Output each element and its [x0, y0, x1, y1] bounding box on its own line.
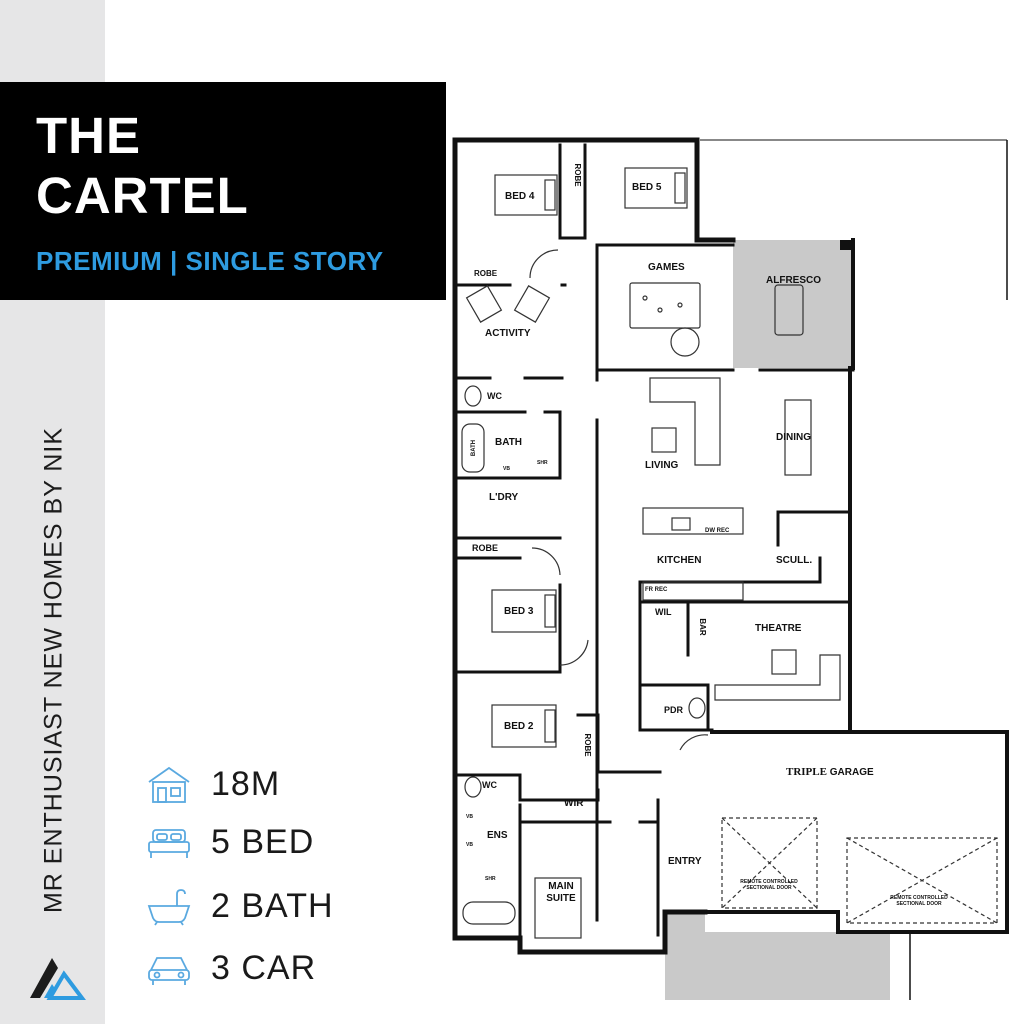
- robe-bed2-label: ROBE: [583, 733, 592, 757]
- pdr-label: PDR: [664, 705, 684, 715]
- shr1-label: SHR: [537, 460, 548, 466]
- main-suite-label-2: SUITE: [546, 893, 576, 904]
- robe-top-label: ROBE: [573, 163, 582, 187]
- garage-label: TRIPLE GARAGE: [786, 766, 874, 778]
- walls: [452, 137, 1009, 955]
- bed-icon: [148, 829, 190, 858]
- fixtures: [461, 167, 998, 939]
- wc2-label: WC: [482, 780, 497, 790]
- bathtub-icon: [147, 889, 191, 926]
- triangle-logo-icon: [30, 958, 86, 1000]
- garage-door-left-2: SECTIONAL DOOR: [746, 885, 792, 891]
- robe-bed4-label: ROBE: [474, 269, 498, 278]
- vb3-label: VB: [466, 842, 473, 848]
- vb1-label: VB: [503, 466, 510, 472]
- stat-frontage: 18M: [145, 764, 280, 804]
- games-label: GAMES: [648, 262, 685, 273]
- bed4-label: BED 4: [505, 191, 535, 202]
- bed3-label: BED 3: [504, 606, 534, 617]
- stat-carspaces: 3 CAR: [145, 948, 316, 988]
- vertical-brand-text: MR ENTHUSIAST NEW HOMES BY NIK: [39, 426, 68, 914]
- stat-bathrooms: 2 BATH: [145, 886, 334, 926]
- bath-label: BATH: [495, 437, 522, 448]
- shr2-label: SHR: [485, 876, 496, 882]
- wir-label: WIR: [564, 798, 584, 809]
- activity-label: ACTIVITY: [485, 328, 531, 339]
- stat-carspaces-label: 3 CAR: [211, 948, 317, 987]
- dw-rec-label: DW REC: [705, 528, 730, 534]
- stat-bedrooms: 5 BED: [145, 822, 314, 862]
- garage-door-left-1: REMOTE CONTROLLED: [740, 879, 798, 885]
- ens-label: ENS: [487, 830, 508, 841]
- outdoor-areas: [665, 139, 1008, 1000]
- wc1-label: WC: [487, 391, 502, 401]
- garage-door-right-1: REMOTE CONTROLLED: [890, 895, 948, 901]
- bar-label: BAR: [698, 618, 707, 636]
- entry-label: ENTRY: [668, 856, 702, 867]
- room-labels: BED 4 ROBE BED 5 ROBE GAMES ALFRESCO ACT…: [466, 163, 948, 907]
- dining-label: DINING: [776, 432, 811, 443]
- kitchen-label: KITCHEN: [657, 555, 701, 566]
- stat-bathrooms-label: 2 BATH: [211, 886, 334, 925]
- scull-label: SCULL.: [776, 555, 812, 566]
- driveway-area: [665, 912, 890, 1000]
- living-label: LIVING: [645, 460, 679, 471]
- stat-bedrooms-label: 5 BED: [211, 822, 315, 861]
- theatre-label: THEATRE: [755, 623, 802, 634]
- subtitle: PREMIUM | SINGLE STORY: [36, 246, 384, 276]
- house-icon: [148, 766, 190, 803]
- garage-door-right-2: SECTIONAL DOOR: [896, 901, 942, 907]
- bed2-label: BED 2: [504, 721, 534, 732]
- bath-tub-label: BATH: [471, 440, 477, 456]
- main-suite-label-1: MAIN: [548, 881, 574, 892]
- title-line-1: THE: [36, 107, 141, 164]
- fr-rec-label: FR REC: [645, 587, 668, 593]
- bed5-label: BED 5: [632, 182, 662, 193]
- alfresco-area: [733, 240, 853, 368]
- vb2-label: VB: [466, 814, 473, 820]
- car-icon: [148, 957, 190, 985]
- title-line-2: CARTEL: [36, 167, 249, 224]
- robe-bed3-label: ROBE: [472, 543, 498, 553]
- alfresco-label: ALFRESCO: [766, 275, 821, 286]
- stat-frontage-label: 18M: [211, 764, 281, 803]
- wil-label: WIL: [655, 607, 672, 617]
- ldry-label: L'DRY: [489, 492, 519, 503]
